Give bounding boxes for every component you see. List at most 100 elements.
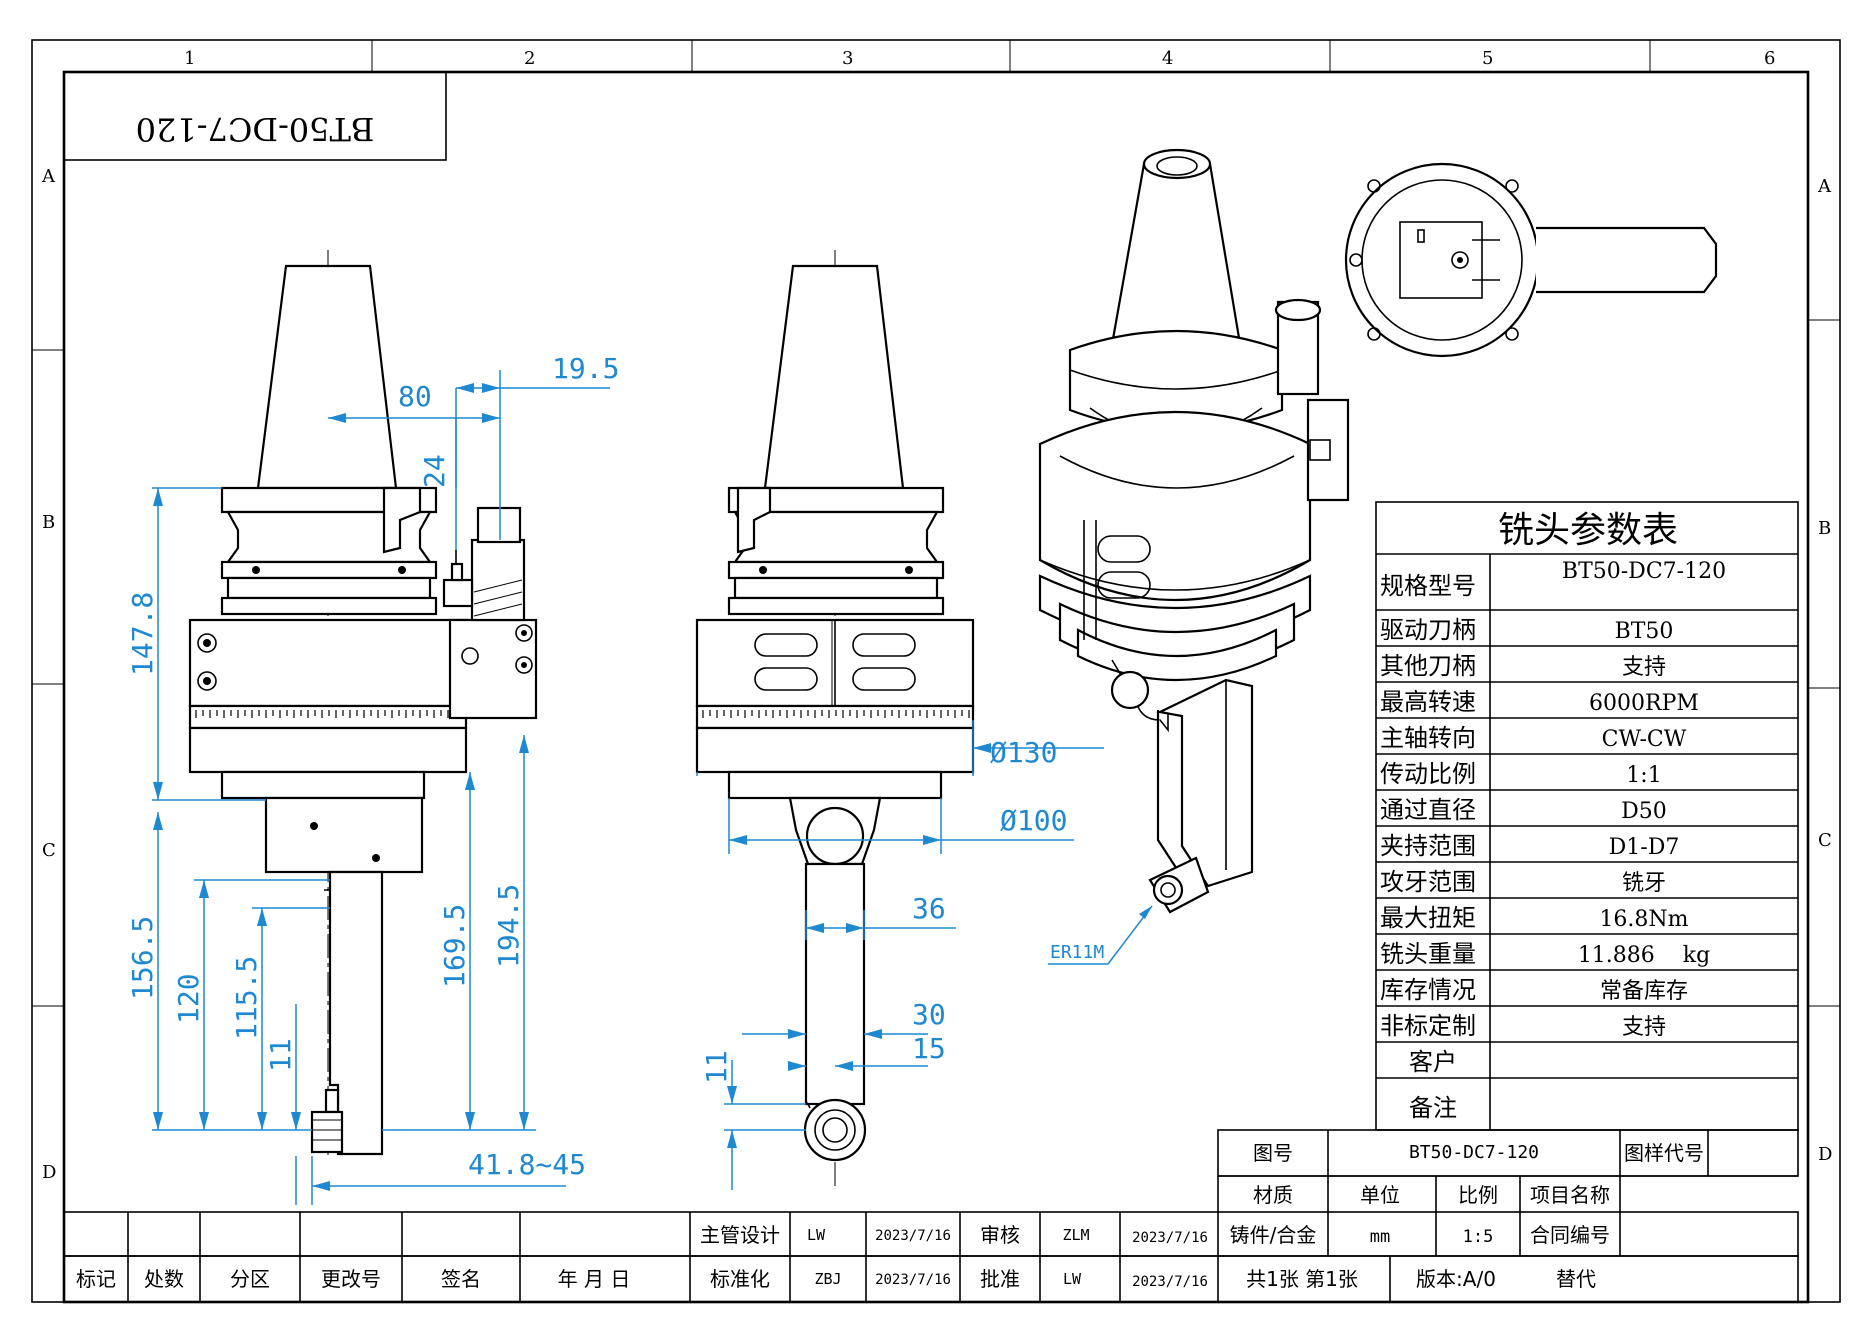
drive-key	[382, 486, 422, 554]
svg-text:主管设计: 主管设计	[700, 1223, 780, 1247]
svg-text:单位: 单位	[1360, 1183, 1400, 1207]
svg-text:传动比例: 传动比例	[1380, 760, 1476, 788]
svg-text:签名: 签名	[441, 1267, 481, 1291]
svg-text:铣头重量: 铣头重量	[1380, 940, 1476, 968]
parameter-table: 铣头参数表 规格型号 驱动刀柄 其他刀柄 最高转速 主轴转向 传动比例 通过直径…	[1375, 501, 1799, 1131]
svg-text:常备库存: 常备库存	[1600, 979, 1688, 1004]
svg-text:图号: 图号	[1253, 1141, 1293, 1165]
front-view	[695, 250, 975, 1190]
svg-text:2023/7/16: 2023/7/16	[875, 1272, 951, 1288]
svg-text:4: 4	[1162, 48, 1173, 69]
svg-text:铸件/合金: 铸件/合金	[1230, 1223, 1317, 1247]
svg-text:主轴转向: 主轴转向	[1380, 724, 1476, 752]
column-ruler: 1 2 3 4 5 6	[184, 40, 1775, 72]
svg-text:其他刀柄: 其他刀柄	[1380, 652, 1476, 680]
iso-arm	[1156, 678, 1254, 888]
front-view-dimensions: Ø130 Ø100 36 30 15 11	[696, 720, 1104, 1190]
svg-text:铣头参数表: 铣头参数表	[1498, 510, 1678, 551]
svg-text:D: D	[1818, 1144, 1832, 1165]
svg-text:2023/7/16: 2023/7/16	[1132, 1230, 1208, 1246]
iso-collet	[1152, 874, 1184, 906]
svg-text:LW: LW	[807, 1226, 826, 1244]
svg-text:C: C	[42, 840, 56, 861]
er-collet-side	[310, 1110, 344, 1154]
iso-taper	[1108, 162, 1244, 358]
svg-text:铣牙: 铣牙	[1622, 871, 1666, 896]
scale-ticks	[195, 710, 463, 718]
title-box	[63, 71, 447, 161]
svg-text:合同编号: 合同编号	[1530, 1223, 1610, 1247]
svg-text:比例: 比例	[1458, 1183, 1498, 1207]
svg-text:D1-D7: D1-D7	[1609, 835, 1680, 860]
svg-text:120: 120	[172, 973, 205, 1024]
svg-text:115.5: 115.5	[230, 956, 263, 1040]
svg-text:1: 1	[184, 48, 195, 69]
svg-text:15: 15	[912, 1032, 946, 1065]
svg-text:处数: 处数	[144, 1267, 184, 1291]
svg-text:41.8~45: 41.8~45	[468, 1148, 586, 1181]
svg-text:6: 6	[1764, 48, 1775, 69]
arm	[328, 870, 384, 1156]
svg-text:11: 11	[264, 1038, 297, 1072]
front-taper	[763, 264, 905, 490]
svg-text:夹持范围: 夹持范围	[1380, 832, 1476, 860]
svg-text:ZLM: ZLM	[1062, 1226, 1089, 1244]
svg-text:共1张 第1张: 共1张 第1张	[1246, 1267, 1358, 1291]
top-lug	[1536, 226, 1718, 294]
svg-text:11.886 kg: 11.886 kg	[1578, 943, 1710, 968]
svg-text:规格型号: 规格型号	[1380, 572, 1476, 600]
svg-text:通过直径: 通过直径	[1380, 796, 1476, 824]
svg-text:批准: 批准	[980, 1267, 1020, 1291]
svg-text:图样代号: 图样代号	[1624, 1141, 1704, 1165]
svg-text:版本:A/0: 版本:A/0	[1416, 1267, 1496, 1291]
svg-text:1:1: 1:1	[1626, 763, 1661, 788]
svg-text:标准化: 标准化	[710, 1267, 770, 1291]
svg-text:C: C	[1818, 830, 1832, 851]
svg-text:客户: 客户	[1409, 1048, 1457, 1076]
svg-text:B: B	[1818, 518, 1831, 539]
svg-text:1:5: 1:5	[1463, 1227, 1494, 1247]
flipped-title: BT50-DC7-120	[136, 110, 375, 148]
svg-text:mm: mm	[1370, 1227, 1390, 1247]
front-arm	[804, 862, 866, 1106]
svg-text:B: B	[42, 512, 55, 533]
svg-text:LW: LW	[1063, 1270, 1082, 1288]
row-ruler: A B C D A B C D	[32, 166, 1840, 1183]
svg-text:194.5: 194.5	[492, 884, 525, 968]
svg-text:D50: D50	[1621, 799, 1667, 824]
iso-body	[1038, 410, 1312, 602]
svg-text:库存情况: 库存情况	[1380, 976, 1476, 1004]
svg-text:D: D	[42, 1162, 56, 1183]
svg-text:更改号: 更改号	[321, 1267, 381, 1291]
svg-text:BT50-DC7-120: BT50-DC7-120	[1562, 559, 1726, 584]
svg-text:11: 11	[700, 1050, 733, 1084]
svg-text:攻牙范围: 攻牙范围	[1380, 868, 1476, 896]
svg-text:标记: 标记	[76, 1267, 116, 1291]
svg-text:材质: 材质	[1253, 1183, 1293, 1207]
svg-text:2023/7/16: 2023/7/16	[875, 1228, 951, 1244]
svg-text:3: 3	[842, 48, 853, 69]
svg-text:审核: 审核	[980, 1223, 1020, 1247]
svg-text:BT50-DC7-120: BT50-DC7-120	[1409, 1142, 1539, 1163]
body-upper	[188, 618, 468, 708]
scale-ring	[188, 704, 468, 730]
svg-text:支持: 支持	[1622, 655, 1666, 680]
body-lower	[188, 726, 468, 774]
svg-text:Ø130: Ø130	[990, 736, 1057, 769]
coolant-fitting	[470, 538, 526, 622]
svg-text:A: A	[41, 166, 56, 187]
svg-text:备注: 备注	[1409, 1094, 1457, 1122]
svg-text:最大扭矩: 最大扭矩	[1380, 904, 1476, 932]
svg-text:BT50-DC7-120: BT50-DC7-120	[136, 110, 375, 148]
front-collet	[803, 1098, 867, 1162]
svg-text:支持: 支持	[1622, 1015, 1666, 1040]
svg-text:项目名称: 项目名称	[1530, 1183, 1610, 1207]
svg-text:替代: 替代	[1556, 1267, 1596, 1291]
svg-text:6000RPM: 6000RPM	[1589, 691, 1699, 716]
svg-text:ER11M: ER11M	[1050, 942, 1104, 963]
svg-text:36: 36	[912, 892, 946, 925]
svg-text:驱动刀柄: 驱动刀柄	[1380, 616, 1476, 644]
svg-text:169.5: 169.5	[438, 904, 471, 988]
top-view	[1344, 162, 1718, 358]
